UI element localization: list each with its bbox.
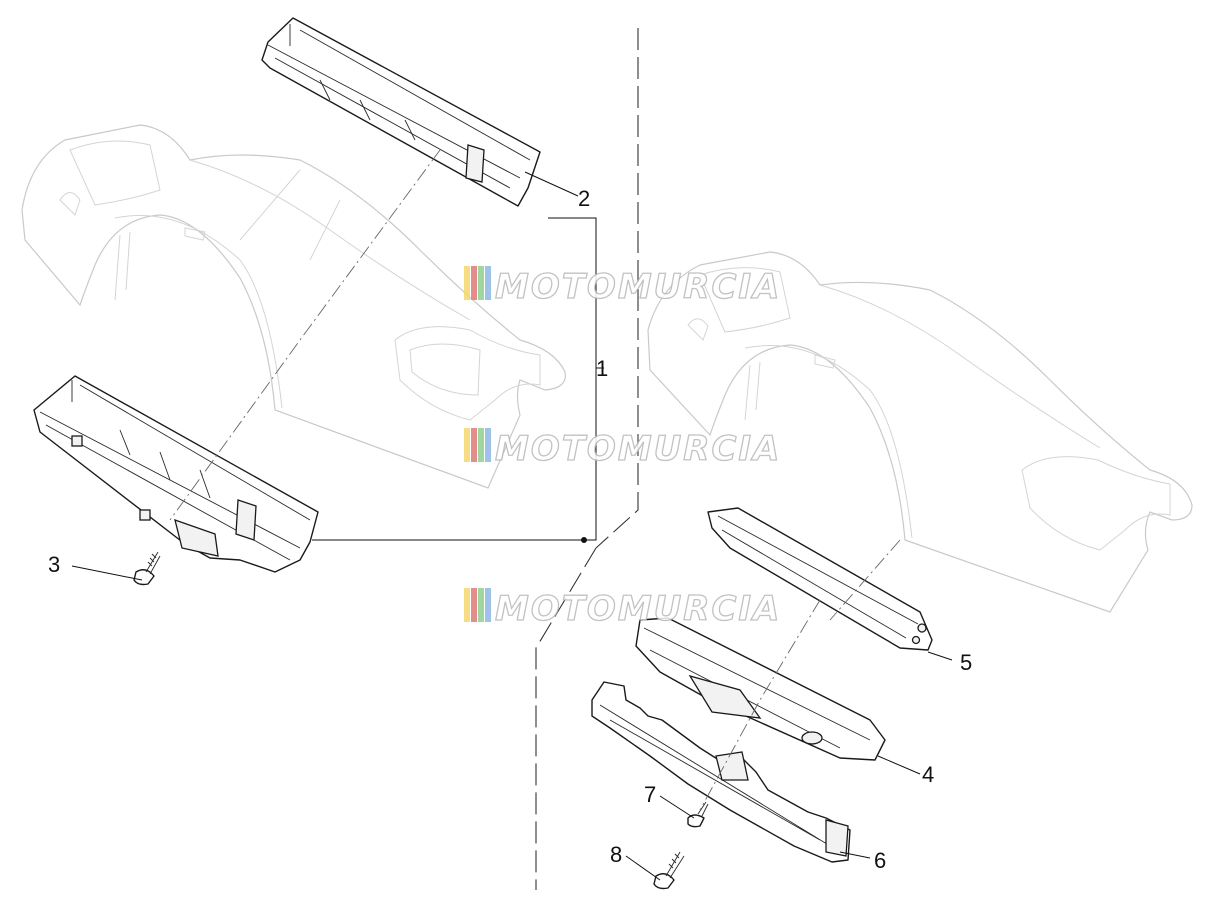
callout-8: 8 [610,842,622,867]
watermark-stripe [485,588,491,622]
watermark-stripe [478,588,484,622]
watermark-stripe [464,428,470,462]
watermark-3: MOTOMURCIA [464,588,781,630]
callout-4: 4 [922,762,934,787]
section-divider [535,28,639,890]
part-2-instrument-cluster [261,17,541,207]
watermark-stripe [471,588,477,622]
handlebar-cover-left-ghost [21,124,566,489]
part-7-screw [687,801,709,828]
watermark-stripe [471,266,477,300]
leader-lines [71,171,953,881]
watermark-stripe [485,266,491,300]
part-1-instrument-cluster [33,375,319,573]
watermark-stripe [485,428,491,462]
assembly-axis-lines [169,149,901,811]
watermark-stripe [471,428,477,462]
part-5-bezel [707,507,933,651]
watermark-2: MOTOMURCIA [464,428,781,470]
callout-3: 3 [48,552,60,577]
part-4-instrument-housing [635,617,886,761]
callout-5: 5 [960,650,972,675]
watermark-stripe [478,266,484,300]
watermark-1: MOTOMURCIA [464,266,781,308]
watermark-stripe [464,266,470,300]
watermark-text: MOTOMURCIA [495,429,781,469]
part-8-screw [653,851,685,890]
watermark-stripe [478,428,484,462]
callout-7: 7 [644,782,656,807]
watermark-text: MOTOMURCIA [495,267,781,307]
watermark-text: MOTOMURCIA [495,589,781,629]
callout-1: 1 [596,356,608,381]
callout-2: 2 [578,186,590,211]
part-3-screw [133,551,161,586]
handlebar-cover-right-ghost [647,251,1193,613]
watermark-stripe [464,588,470,622]
callout-6: 6 [874,848,886,873]
